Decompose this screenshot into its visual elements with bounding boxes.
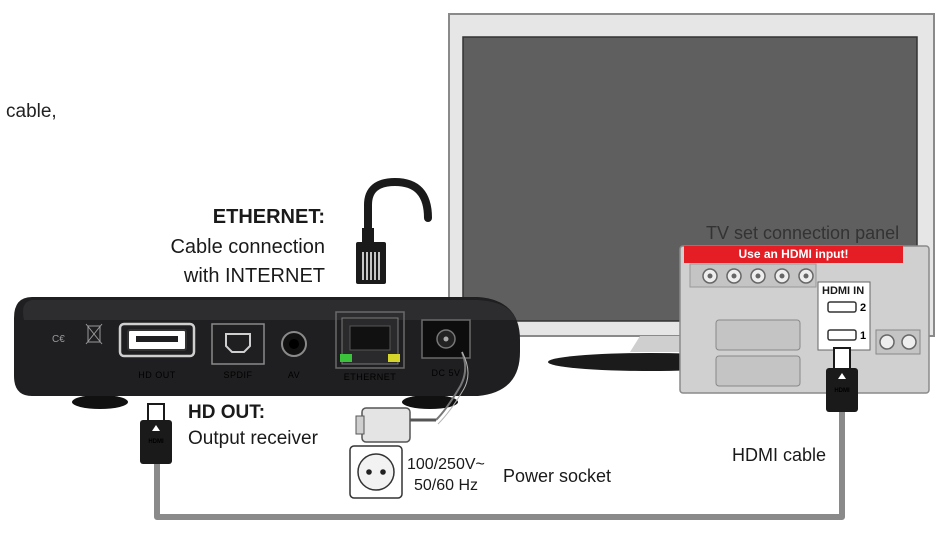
hdmi-plug-tv-label: HDMI (834, 388, 850, 394)
power-adapter-icon (355, 351, 469, 443)
weee-bin-icon (87, 325, 101, 343)
hdmi-cable-label: HDMI cable (732, 445, 827, 465)
receiver-port-label: HD OUT (138, 370, 176, 380)
hdmi-port-2-number: 2 (860, 302, 866, 314)
audio-port-icon (901, 334, 917, 350)
stray-caption-fragment: cable, (6, 101, 57, 122)
hdmi-in-label: HDMI IN (822, 285, 865, 297)
hd-out-title: HD OUT: (188, 402, 266, 423)
hdmi-port-1-icon (827, 329, 857, 341)
ethernet-port-icon (335, 311, 405, 369)
spdif-port-icon (211, 323, 265, 365)
receiver-port-label: DC 5V (431, 368, 460, 378)
ethernet-led-yellow (388, 354, 400, 362)
ce-mark-icon: C€ (52, 334, 65, 345)
hdmi-cable-line (154, 412, 845, 520)
power-voltage: 100/250V~ (407, 456, 485, 473)
power-frequency: 50/60 Hz (414, 477, 479, 494)
hdmi-plug-receiver-label: HDMI (148, 439, 164, 445)
tv-connection-panel: 2 1 (679, 245, 930, 394)
hd-out-subtitle: Output receiver (188, 428, 318, 449)
ethernet-description-line2: with INTERNET (183, 265, 325, 287)
audio-port-icon (879, 334, 895, 350)
tv-panel-title: TV set connection panel (706, 223, 900, 243)
hdmi-plug-tv-icon: HDMI (826, 347, 858, 412)
receiver-port-label: SPDIF (223, 370, 252, 380)
power-socket-label: Power socket (503, 466, 612, 486)
hdmi-warning-banner: Use an HDMI input! (684, 246, 903, 263)
receiver-port-label: ETHERNET (344, 372, 397, 382)
receiver-foot (72, 395, 128, 409)
receiver-foot (402, 395, 458, 409)
hdmi-port-1-number: 1 (860, 330, 866, 342)
receiver-box: C€ HD OUT SPDIF AV ETHERNET DC 5V (14, 297, 520, 409)
receiver-port-label: AV (288, 370, 300, 380)
ethernet-plug-icon (356, 177, 432, 284)
ethernet-led-green (340, 354, 352, 362)
hdmi-plug-receiver-icon: HDMI (140, 403, 172, 464)
ethernet-title: ETHERNET: (212, 206, 325, 228)
hd-out-port-icon (118, 322, 196, 358)
power-socket-icon (349, 445, 403, 499)
scart-port-icon (715, 355, 801, 387)
ethernet-description-line1: Cable connection (170, 236, 325, 258)
scart-port-icon (715, 319, 801, 351)
hdmi-port-2-icon (827, 301, 857, 313)
